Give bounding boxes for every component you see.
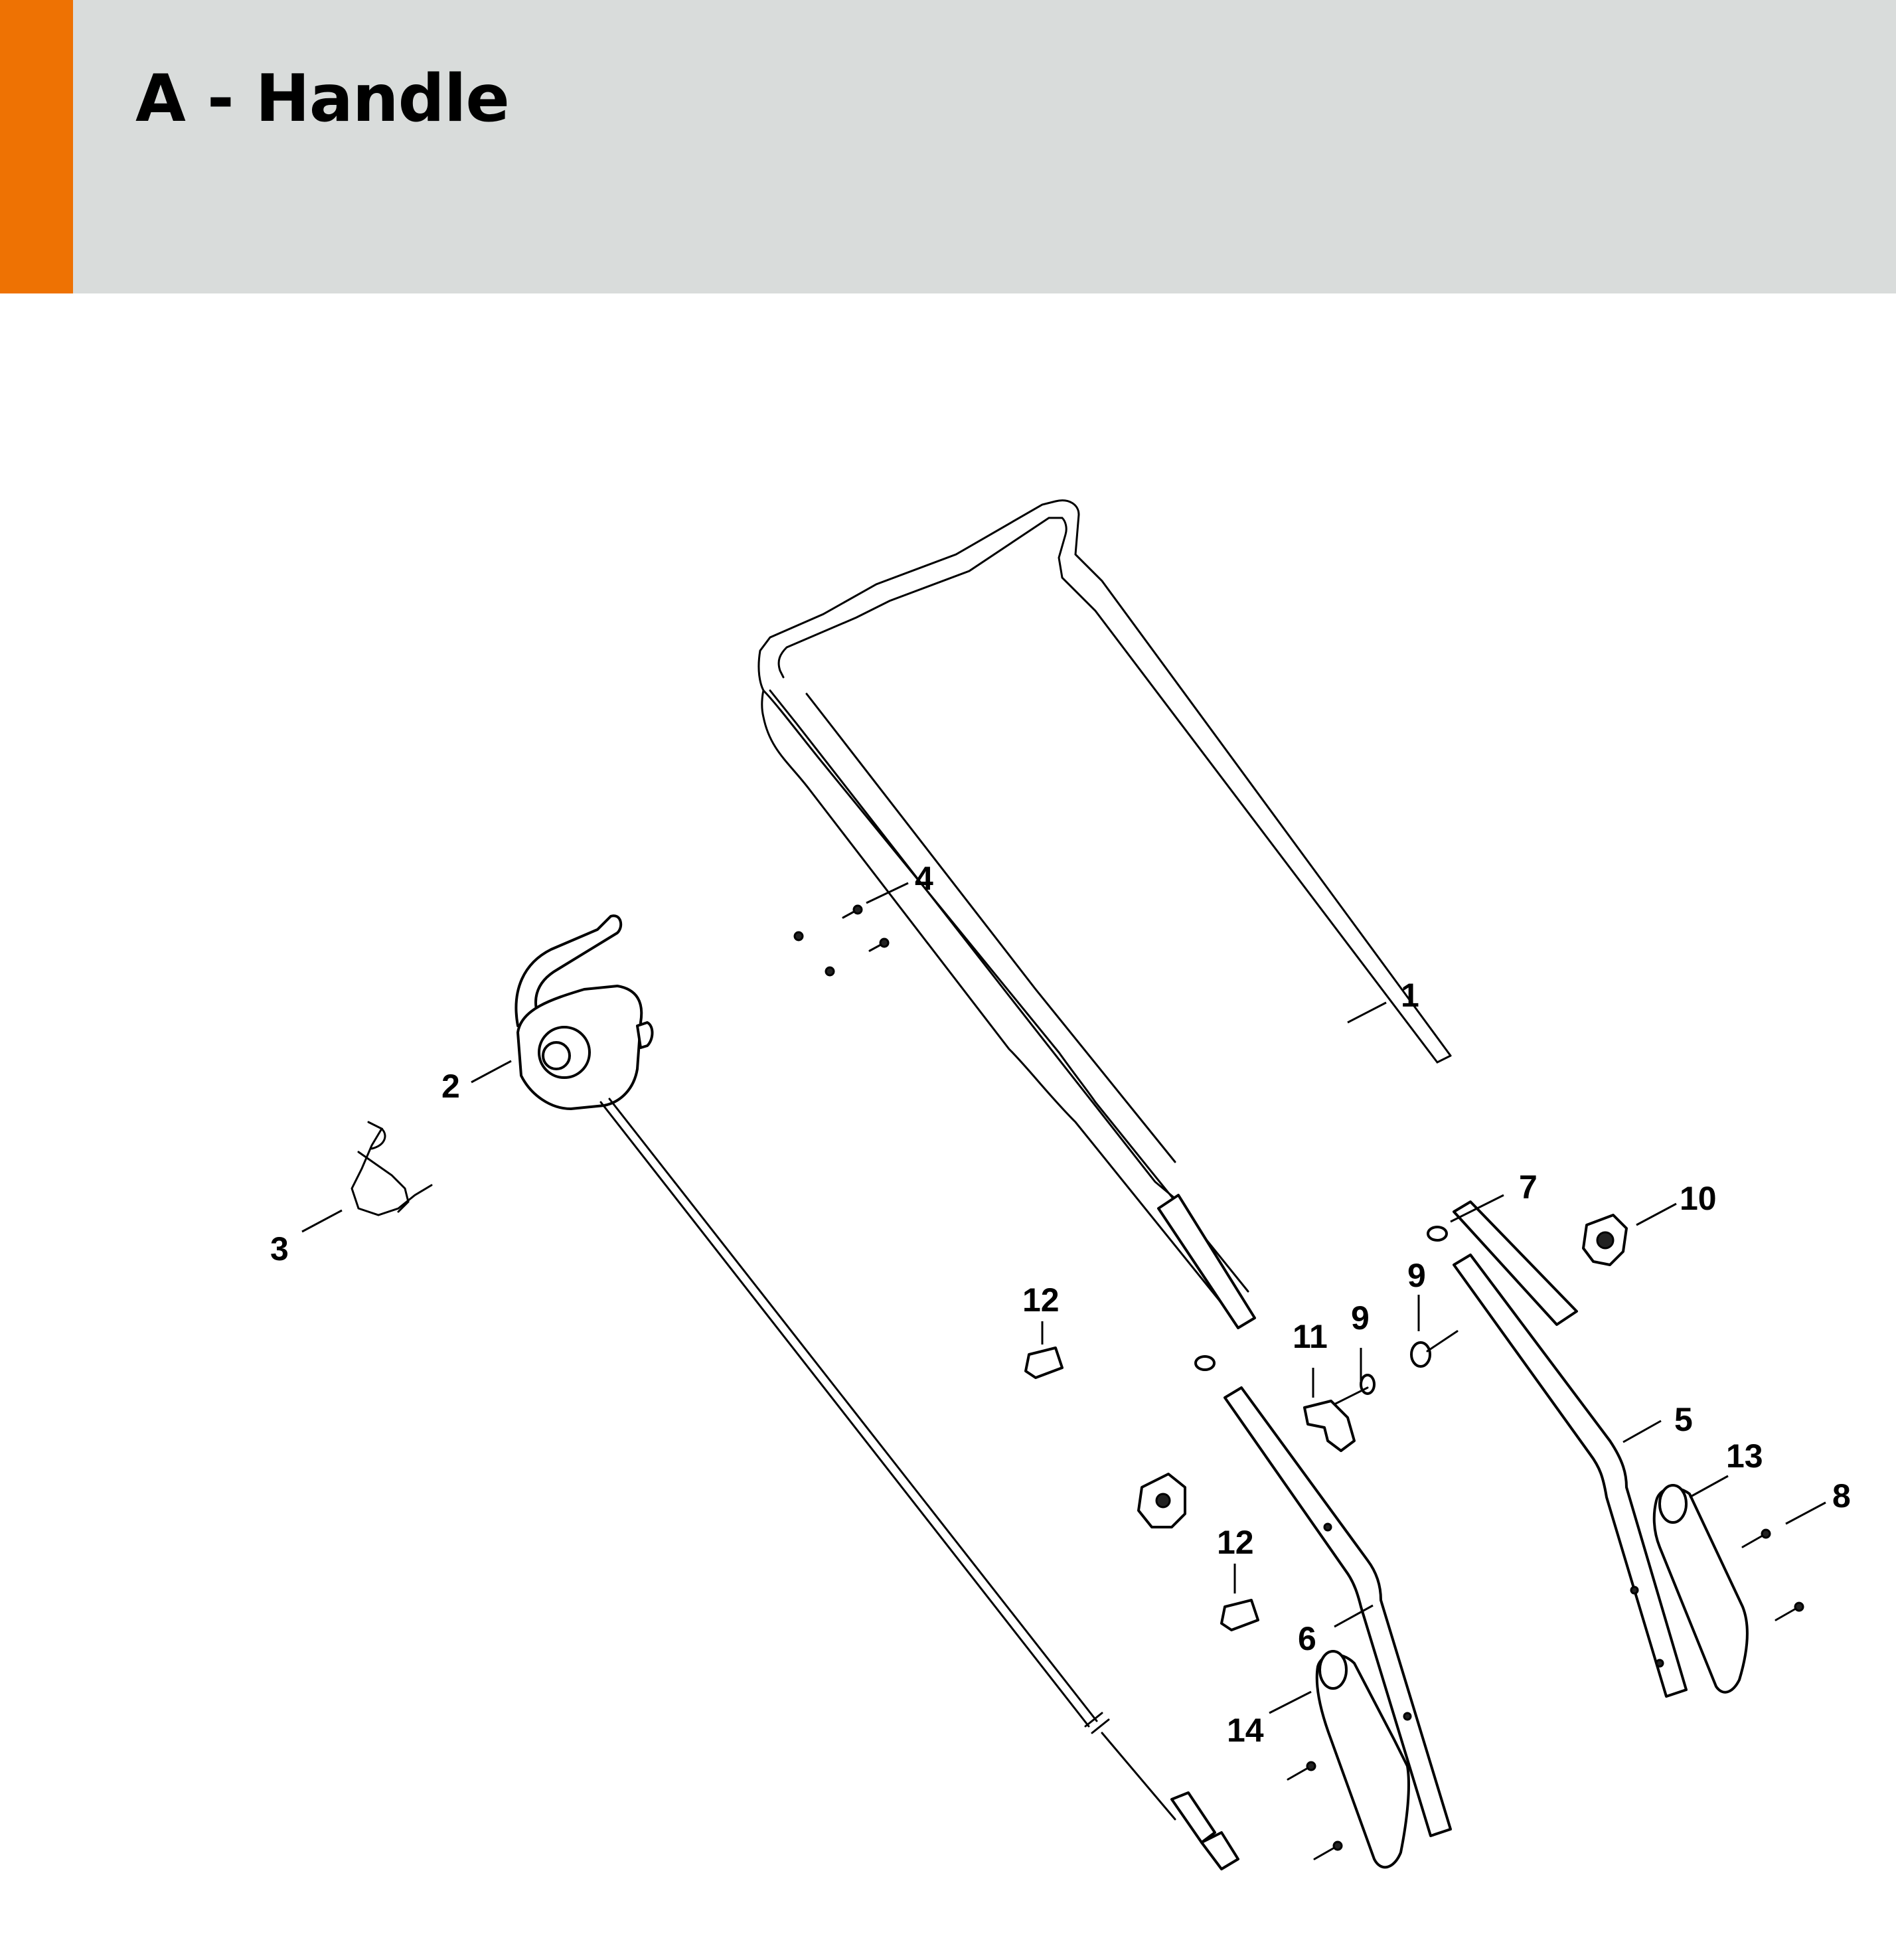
- callout-7: 7: [1519, 1169, 1538, 1206]
- hole-marker: [825, 966, 835, 977]
- callout-4: 4: [915, 860, 933, 897]
- callout-labels: 1 2 3 4 5 6 7 8 9 9 10 11 12 12 13 14: [270, 860, 1851, 1749]
- screw-set-4: [842, 904, 890, 952]
- callout-3: 3: [270, 1230, 289, 1267]
- lower-tube-left: [1224, 1386, 1452, 1837]
- bolt-9: [1333, 1330, 1459, 1406]
- lower-tube-right: [1453, 1254, 1688, 1698]
- header-accent-stripe: [0, 0, 73, 293]
- callout-1: 1: [1401, 977, 1419, 1014]
- callout-12b: 12: [1217, 1524, 1254, 1561]
- star-knob-10: [1582, 1214, 1628, 1266]
- callout-6: 6: [1298, 1620, 1316, 1657]
- callout-10: 10: [1680, 1180, 1717, 1217]
- upper-handle-bar: [757, 499, 1578, 1329]
- side-cover-14: [1315, 1650, 1410, 1869]
- callout-11: 11: [1293, 1318, 1328, 1355]
- callout-8: 8: [1832, 1477, 1851, 1514]
- page-title: A - Handle: [135, 61, 510, 137]
- callout-5: 5: [1674, 1401, 1693, 1438]
- fitting-7: [1194, 1226, 1448, 1371]
- hole-marker: [793, 931, 804, 941]
- side-cover-13: [1652, 1484, 1749, 1694]
- callout-9a: 9: [1407, 1257, 1426, 1294]
- leader-lines: [301, 882, 1826, 1714]
- callout-12a: 12: [1022, 1281, 1060, 1319]
- wire-clip: [351, 1121, 433, 1216]
- control-lever-assembly: [514, 914, 1239, 1870]
- callout-14: 14: [1227, 1712, 1264, 1749]
- callout-9b: 9: [1351, 1299, 1370, 1337]
- callout-13: 13: [1726, 1437, 1763, 1475]
- header-bar: A - Handle: [0, 0, 1896, 293]
- screw-set-8: [1287, 1528, 1804, 1860]
- star-knob-lower: [1137, 1473, 1186, 1528]
- callout-2: 2: [441, 1068, 460, 1105]
- clip-12-upper: [1024, 1347, 1064, 1379]
- clip-12-lower: [1220, 1599, 1259, 1631]
- cam-lever-11: [1303, 1400, 1356, 1452]
